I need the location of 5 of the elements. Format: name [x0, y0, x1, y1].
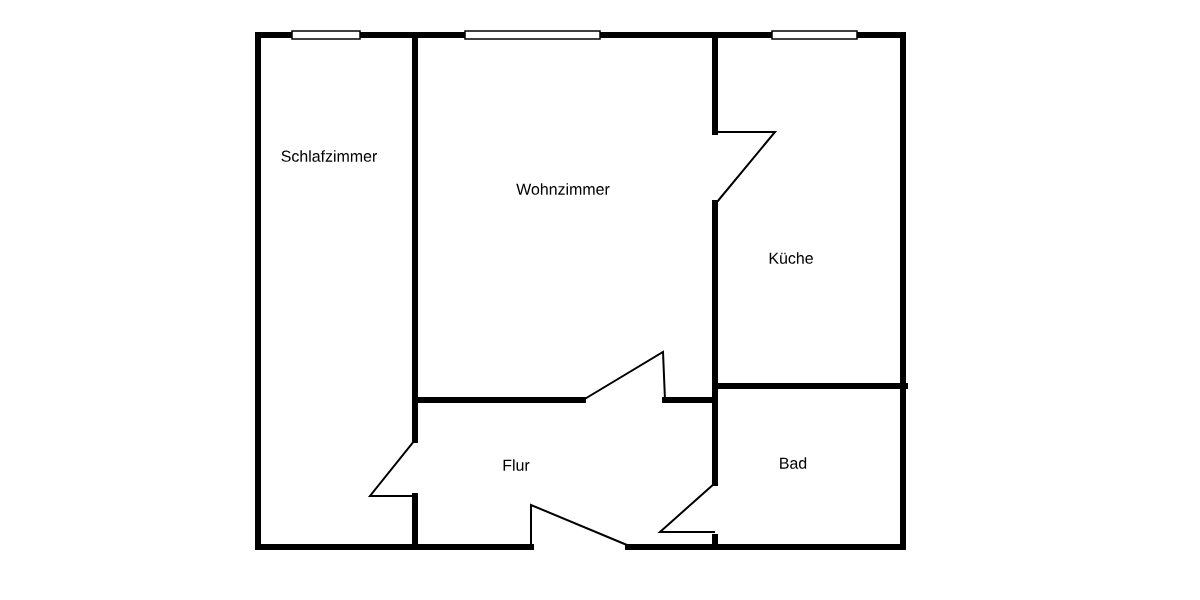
room-label: Flur — [503, 459, 530, 471]
room-label: Schlafzimmer — [281, 150, 377, 162]
room-label: Wohnzimmer — [516, 183, 610, 195]
room-label: Küche — [769, 252, 813, 264]
room-label: Bad — [780, 457, 807, 469]
